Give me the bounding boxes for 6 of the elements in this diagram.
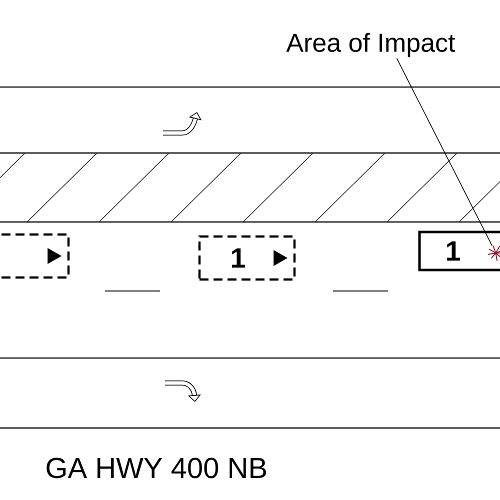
callout-text: Area of Impact: [286, 32, 456, 58]
vehicle-box: 1: [198, 235, 296, 281]
impact-burst: [487, 244, 500, 262]
road-name: GA HWY 400 NB: [46, 458, 266, 478]
vehicle-box: 1: [418, 230, 500, 272]
vehicle-box: [0, 233, 70, 279]
